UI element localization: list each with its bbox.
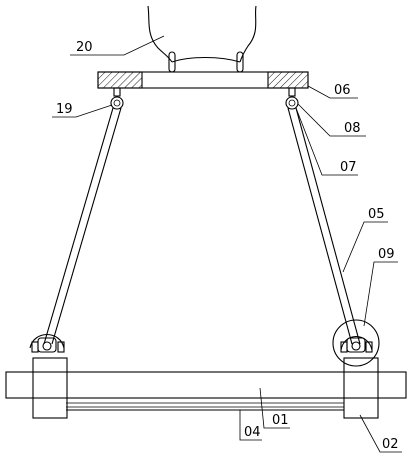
leader-lines — [52, 35, 402, 453]
wire-rope — [147, 5, 257, 63]
right-clamp-with-ring — [332, 319, 380, 367]
right-sling-rod — [287, 107, 361, 345]
left-end-block — [32, 357, 68, 419]
top-plate — [97, 71, 309, 89]
label-05: 05 — [368, 207, 385, 222]
label-01: 01 — [272, 413, 289, 428]
left-clamp — [29, 333, 65, 353]
left-lug — [110, 87, 124, 110]
pipe-beam — [5, 371, 407, 411]
label-08: 08 — [344, 121, 361, 136]
label-07: 07 — [340, 160, 357, 175]
right-lug — [285, 87, 299, 110]
label-19: 19 — [56, 102, 73, 117]
label-09: 09 — [378, 247, 395, 262]
right-end-block — [343, 357, 379, 419]
label-04: 04 — [244, 425, 261, 440]
label-20: 20 — [76, 40, 93, 55]
label-02: 02 — [382, 437, 399, 452]
top-shackles — [168, 51, 244, 73]
label-06: 06 — [334, 83, 351, 98]
left-sling-rod — [43, 107, 122, 345]
